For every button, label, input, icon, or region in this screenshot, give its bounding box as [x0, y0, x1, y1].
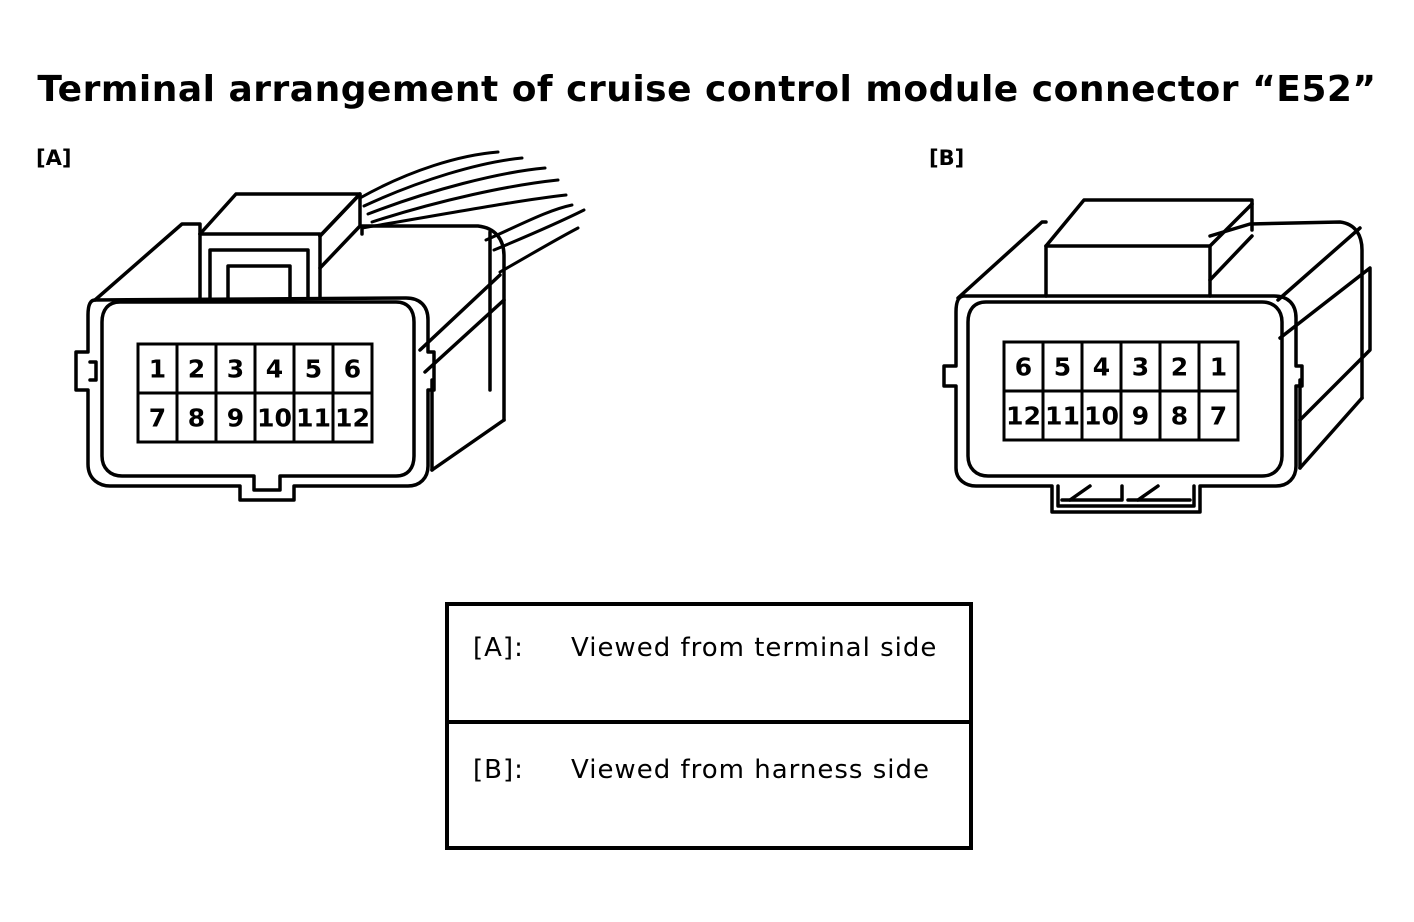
- connector-a-wires: [358, 150, 586, 274]
- connector-b: [942, 198, 1372, 514]
- pin-cell-b-1: [1197, 340, 1240, 393]
- pin-cell-a-10: [253, 391, 296, 444]
- pin-number-a-7: 7: [149, 404, 166, 433]
- pin-number-b-9: 9: [1132, 402, 1149, 431]
- pin-number-b-5: 5: [1054, 353, 1071, 382]
- connector-a: [74, 150, 586, 502]
- view-label-a: [A]: [36, 146, 72, 170]
- legend-desc-b: Viewed from harness side: [571, 755, 930, 785]
- pin-number-a-9: 9: [227, 404, 244, 433]
- pin-number-a-11: 11: [296, 404, 331, 433]
- pin-number-b-6: 6: [1015, 353, 1032, 382]
- view-label-b: [B]: [929, 146, 965, 170]
- pin-number-a-6: 6: [344, 355, 361, 384]
- diagram-title: Terminal arrangement of cruise control m…: [37, 69, 1377, 110]
- legend-desc-a: Viewed from terminal side: [571, 633, 938, 663]
- pin-number-a-8: 8: [188, 404, 205, 433]
- pin-cell-a-11: [292, 391, 335, 444]
- pin-cell-a-9: [214, 391, 257, 444]
- pin-cell-b-8: [1158, 389, 1201, 442]
- legend-key-a: [A]:: [473, 633, 524, 663]
- pin-number-b-11: 11: [1045, 402, 1080, 431]
- pin-cell-b-7: [1197, 389, 1240, 442]
- pin-number-b-3: 3: [1132, 353, 1149, 382]
- pin-number-a-2: 2: [188, 355, 205, 384]
- pin-number-b-1: 1: [1210, 353, 1227, 382]
- pin-number-b-8: 8: [1171, 402, 1188, 431]
- pin-number-a-1: 1: [149, 355, 166, 384]
- pin-number-a-12: 12: [335, 404, 370, 433]
- legend-row-b: [B]: Viewed from harness side: [449, 724, 969, 846]
- pin-number-a-5: 5: [305, 355, 322, 384]
- pin-number-a-4: 4: [266, 355, 283, 384]
- pin-cell-b-11: [1041, 389, 1084, 442]
- pin-cell-a-6: [331, 342, 374, 395]
- pin-number-b-10: 10: [1084, 402, 1119, 431]
- legend-row-a: [A]: Viewed from terminal side: [449, 606, 969, 724]
- pin-number-a-3: 3: [227, 355, 244, 384]
- pin-number-b-12: 12: [1006, 402, 1041, 431]
- pin-cell-a-8: [175, 391, 218, 444]
- pin-number-b-2: 2: [1171, 353, 1188, 382]
- pin-cell-a-5: [292, 342, 335, 395]
- pin-cell-a-12: [331, 391, 374, 444]
- pin-number-b-7: 7: [1210, 402, 1227, 431]
- pin-number-a-10: 10: [257, 404, 292, 433]
- pin-number-b-4: 4: [1093, 353, 1110, 382]
- legend-table: [A]: Viewed from terminal side [B]: View…: [445, 602, 973, 850]
- legend-key-b: [B]:: [473, 755, 524, 785]
